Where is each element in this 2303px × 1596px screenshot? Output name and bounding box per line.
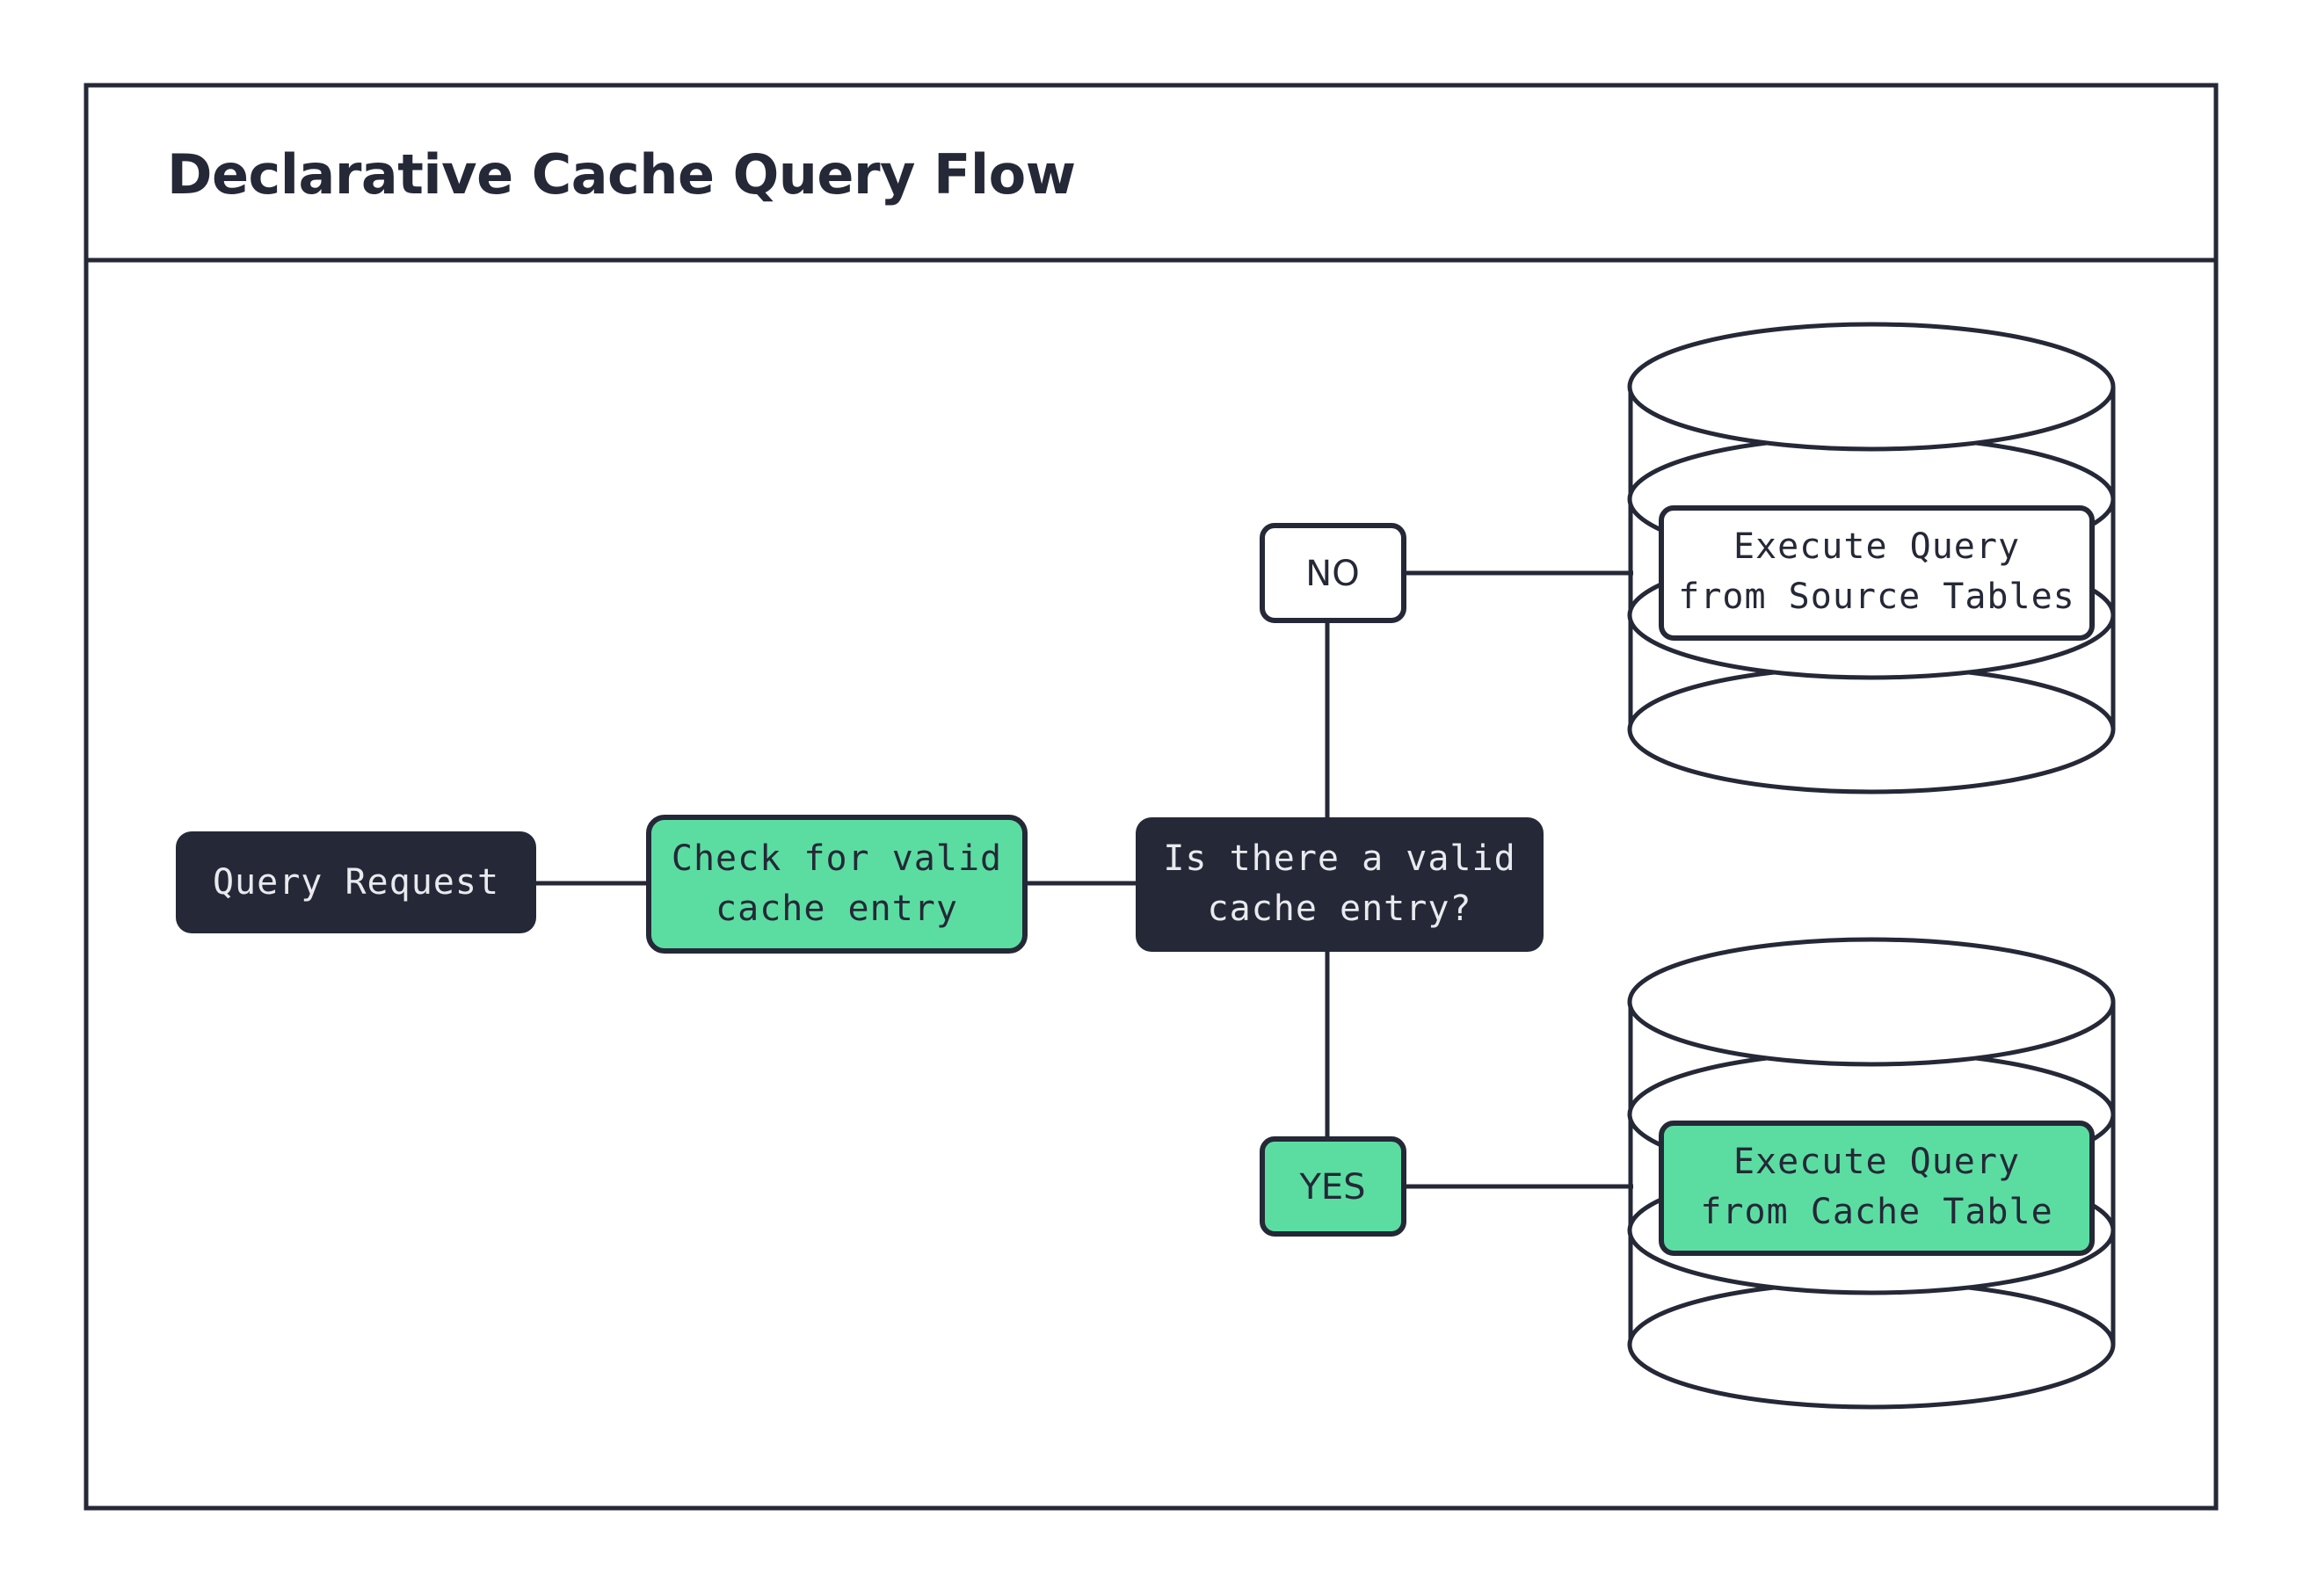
node-query-request[interactable]: Query Request (176, 831, 536, 933)
branch-yes-box[interactable] (1260, 1136, 1406, 1237)
source-cylinder-top-disc (1627, 322, 2116, 452)
cache-cylinder-bottom-disc (1627, 1280, 2116, 1410)
decision-label-line-2: cache entry? (1208, 889, 1472, 929)
source-tables-label-line-1: Execute Query (1733, 526, 2020, 567)
source-cylinder-bottom-disc (1627, 664, 2116, 794)
node-cache-table[interactable]: Execute Query from Cache Table (1659, 1121, 2095, 1256)
node-branch-yes[interactable]: YES (1260, 1136, 1406, 1237)
cache-table-label-line-1: Execute Query (1733, 1142, 2020, 1182)
node-decision[interactable]: Is there a valid cache entry? (1136, 817, 1544, 952)
node-check-cache[interactable]: Check for valid cache entry (646, 815, 1028, 954)
source-tables-box[interactable] (1659, 505, 2095, 641)
cache-cylinder-top-disc (1627, 937, 2116, 1067)
node-branch-no[interactable]: NO (1260, 523, 1406, 623)
branch-no-box[interactable] (1260, 523, 1406, 623)
check-cache-box[interactable] (646, 815, 1028, 954)
check-cache-label-line-1: Check for valid (672, 838, 1002, 879)
cache-table-label-line-2: from Cache Table (1700, 1192, 2052, 1232)
node-source-tables[interactable]: Execute Query from Source Tables (1659, 505, 2095, 641)
decision-box[interactable] (1136, 817, 1544, 952)
branch-no-label: NO (1305, 554, 1359, 594)
query-request-box[interactable] (176, 831, 536, 933)
branch-yes-label: YES (1298, 1167, 1365, 1208)
page-title: Declarative Cache Query Flow (167, 142, 1076, 207)
cache-table-box[interactable] (1659, 1121, 2095, 1256)
query-request-label: Query Request (213, 862, 499, 903)
source-tables-label-line-2: from Source Tables (1678, 577, 2074, 617)
diagram-frame (84, 83, 2219, 1511)
decision-label-line-1: Is there a valid (1163, 838, 1515, 879)
check-cache-label-line-2: cache entry (716, 889, 958, 929)
